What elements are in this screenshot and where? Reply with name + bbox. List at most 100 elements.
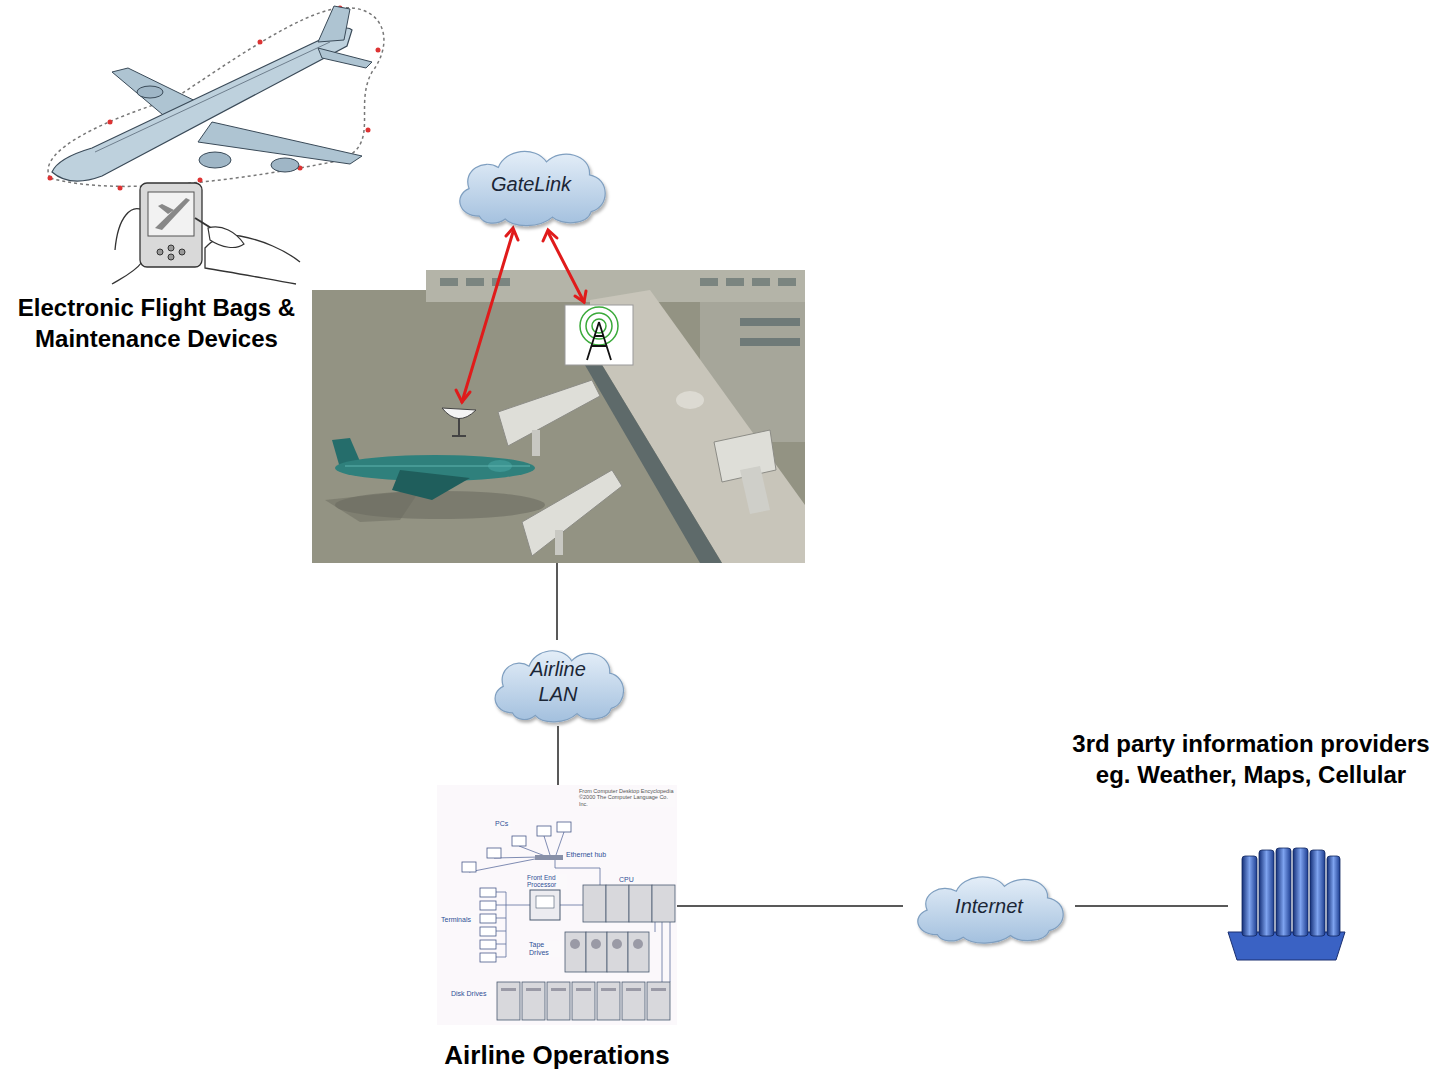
mainframe-illustration: [626, 988, 641, 991]
airplane-sketch: [271, 158, 299, 172]
airplane-sketch: [48, 6, 384, 191]
mainframe-illustration: [652, 885, 675, 922]
mainframe-illustration: [469, 858, 540, 872]
mainframe-illustration: [544, 836, 550, 855]
airport-gate-scene: [466, 278, 484, 286]
airport-gate-scene: [345, 466, 530, 467]
server-icon: [1310, 850, 1325, 936]
wireless-link: [548, 232, 584, 302]
cloud-label: Internet: [955, 894, 1023, 919]
airplane-sketch: [48, 176, 53, 181]
mainframe-illustration: [670, 922, 671, 982]
mainframe-illustration: [607, 932, 628, 972]
network-cloud: Airline LAN: [482, 638, 634, 726]
wireless-link: [506, 228, 518, 240]
mainframe-illustration: [462, 862, 476, 872]
airport-gate-scene: [310, 268, 426, 290]
mainframe-illustration: [586, 932, 607, 972]
mainframe-illustration: [547, 982, 570, 1020]
mainframe-illustration: [565, 932, 586, 972]
illustration-label: Tape Drives: [529, 941, 562, 957]
mainframe-illustration: [496, 892, 506, 893]
handheld-device: [158, 204, 174, 214]
airport-gate-scene: [778, 278, 796, 286]
network-cloud: GateLink: [445, 138, 617, 230]
airport-gate-scene: [582, 345, 722, 563]
airport-gate-scene: [740, 318, 800, 326]
mainframe-illustration: [437, 785, 677, 1025]
handheld-device: [112, 183, 300, 284]
network-wire: [556, 563, 558, 640]
handheld-device: [168, 245, 174, 251]
mainframe-illustration: [469, 832, 670, 982]
airplane-sketch: [258, 40, 263, 45]
handheld-device: [140, 183, 202, 267]
handheld-device: [168, 254, 174, 260]
mainframe-illustration: [572, 982, 595, 1020]
cloud-outline: [918, 877, 1063, 943]
server-icon: [1276, 848, 1291, 936]
mainframe-illustration: [480, 953, 496, 962]
mainframe-illustration: [501, 988, 516, 991]
airport-gate-scene: [442, 408, 476, 419]
wireless-link: [543, 230, 557, 241]
server-icon: [1259, 850, 1274, 936]
mainframe-illustration: [557, 822, 571, 832]
mainframe-illustration: [651, 988, 666, 991]
server-icon: [1293, 848, 1308, 936]
airport-gate-scene: [740, 338, 800, 346]
handheld-device: [155, 198, 190, 230]
information-provider: 3rd party information providers eg. Weat…: [1054, 728, 1448, 962]
mainframe-illustration: [606, 885, 629, 922]
mainframe-illustration: [512, 836, 526, 846]
airplane-sketch: [376, 48, 381, 53]
mainframe-illustration: [496, 905, 506, 906]
airplane-sketch: [318, 6, 350, 42]
network-link: [677, 905, 903, 907]
mainframe-illustration: [576, 988, 591, 991]
airport-gate-scene: [325, 490, 420, 522]
heading-label: Airline Operations: [417, 1039, 697, 1073]
handheld-device: [157, 249, 163, 255]
airplane-sketch: [108, 120, 113, 125]
airport-gate-scene: [312, 270, 805, 563]
mainframe-illustration: [480, 888, 496, 897]
mainframe-illustration: [480, 901, 496, 910]
mainframe-illustration: [601, 988, 616, 991]
mainframe-illustration: [496, 944, 506, 945]
airport-gate-scene: [498, 380, 600, 446]
illustration-label: CPU: [619, 876, 639, 884]
handheld-device: [112, 209, 142, 284]
handheld-device: [148, 192, 194, 236]
airplane-sketch: [198, 178, 203, 183]
mainframe-illustration: [536, 896, 554, 908]
airport-gate-scene: [740, 318, 800, 346]
airplane-sketch: [366, 128, 371, 133]
airport-gate-scene: [580, 307, 618, 345]
cloud-outline: [482, 638, 634, 726]
mainframe-illustration: [497, 885, 675, 1020]
airport-gate-scene: [532, 430, 540, 456]
mainframe-illustration: [462, 822, 571, 962]
device-heading: Electronic Flight Bags & Maintenance Dev…: [5, 292, 308, 392]
cloud-outline: [460, 151, 605, 225]
handheld-device: [208, 227, 244, 248]
mainframe-illustration: [530, 890, 560, 920]
airport-gate-scene: [587, 322, 611, 360]
mainframe-illustration: [506, 905, 530, 906]
airport-gate-scene: [700, 278, 718, 286]
illustration-label: From Computer Desktop Encyclopedia ©2000…: [579, 788, 675, 807]
mainframe-illustration: [487, 848, 501, 858]
airport-gate-scene: [565, 305, 633, 365]
mainframe-illustration: [519, 846, 545, 856]
mainframe-illustration: [496, 918, 506, 919]
mainframe-illustration: [662, 922, 663, 982]
airport-gate-scene: [458, 418, 460, 436]
airport-gate-scene: [752, 278, 770, 286]
mainframe-illustration: [551, 988, 566, 991]
mainframe-illustration: [591, 939, 601, 949]
